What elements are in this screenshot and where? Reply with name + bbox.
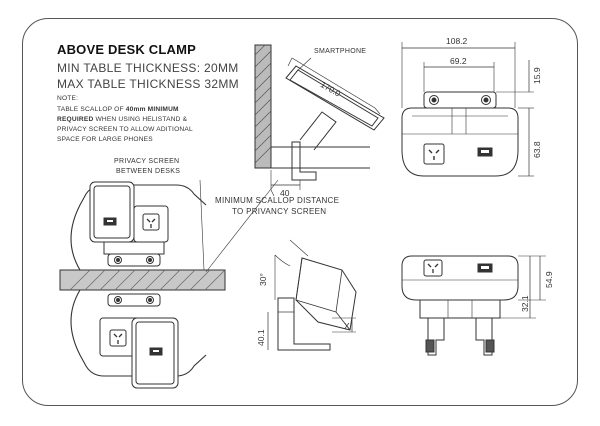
note-line-1-bold: 40mm MINIMUM [125, 106, 179, 113]
min-scallop-label-2: TO PRIVANCY SCREEN [232, 207, 327, 216]
drawing-title: ABOVE DESK CLAMP [57, 42, 196, 57]
note-line-2-text: WHEN USING HELISTAND & [93, 116, 188, 123]
sheet-border [22, 18, 578, 406]
dim-x-mark: X [344, 321, 350, 331]
note-line-4: SPACE FOR LARGE PHONES [57, 136, 153, 143]
note-line-2-bold: REQUIRED [57, 116, 94, 123]
dim-front-inner: 32.1 [520, 295, 530, 312]
note-line-2: REQUIRED WHEN USING HELISTAND & [57, 116, 187, 123]
dim-top-inner: 69.2 [450, 56, 467, 66]
min-thickness-text: MIN TABLE THICKNESS: 20MM [57, 61, 239, 75]
plan-view [59, 179, 279, 389]
dim-angle: 30° [258, 273, 268, 286]
dim-front-total: 54.9 [544, 271, 554, 288]
dim-top-small: 15.9 [532, 67, 542, 84]
dim-top-height: 63.8 [532, 141, 542, 158]
iso-view [267, 239, 357, 351]
note-heading: NOTE: [57, 95, 79, 102]
min-scallop-label-1: MINIMUM SCALLOP DISTANCE [215, 196, 340, 205]
top-view [401, 42, 534, 177]
dim-top-width: 108.2 [446, 36, 468, 46]
max-thickness-text: MAX TABLE THICKNESS 32MM [57, 77, 239, 91]
front-view [401, 255, 546, 356]
dim-scallop: 40 [280, 188, 290, 198]
side-view [254, 44, 385, 197]
smartphone-label: SMARTPHONE [314, 48, 367, 55]
note-line-3: PRIVACY SCREEN TO ALLOW ADITIONAL [57, 126, 193, 133]
note-line-1: TABLE SCALLOP OF 40mm MINIMUM [57, 106, 179, 113]
desk-section [254, 44, 272, 169]
dim-clamp-height: 40.1 [256, 329, 266, 346]
privacy-screen-label-2: BETWEEN DESKS [116, 168, 181, 175]
note-line-1-text: TABLE SCALLOP OF [57, 106, 126, 113]
privacy-screen-label-1: PRIVACY SCREEN [114, 158, 180, 165]
